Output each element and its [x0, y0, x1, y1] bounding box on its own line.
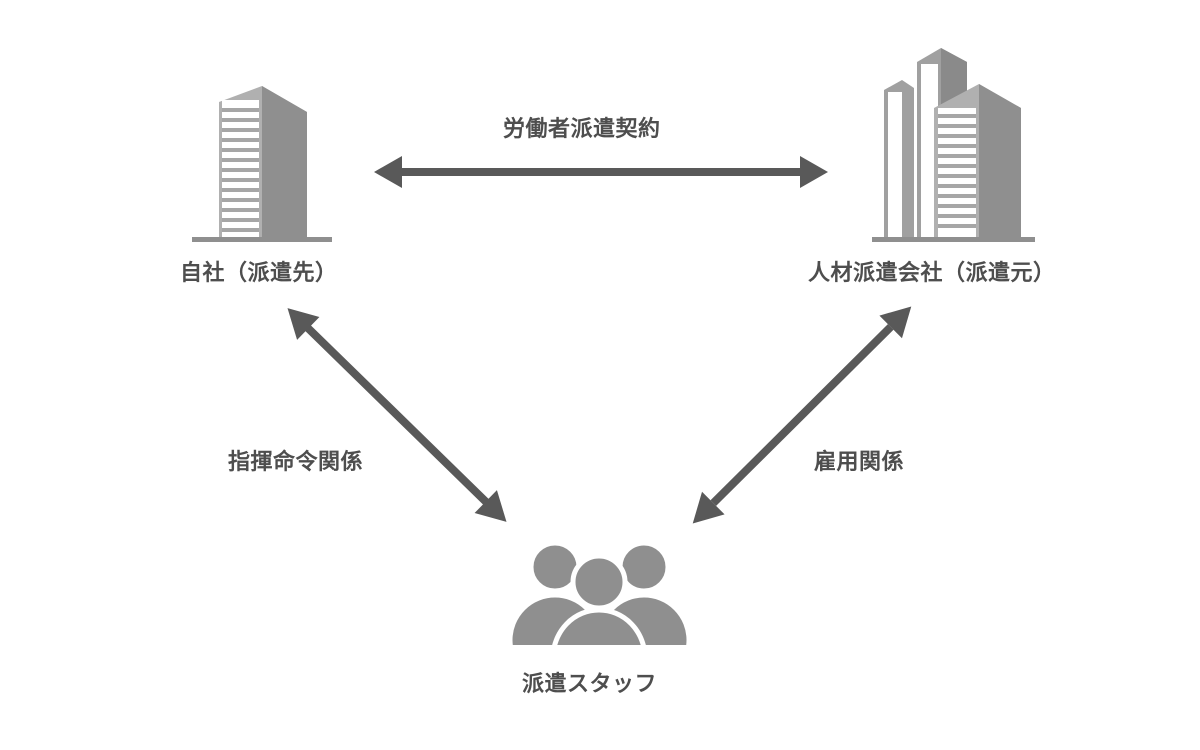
arrows: [287, 156, 912, 524]
people-group-icon: [507, 540, 692, 645]
agency-label: 人材派遣会社（派遣元）: [808, 261, 1056, 286]
contract-label: 労働者派遣契約: [503, 117, 661, 142]
client-label: 自社（派遣先）: [180, 261, 338, 286]
office-buildings-icon: [872, 48, 1035, 242]
command-arrow: [287, 308, 507, 522]
command-relation-label: 指揮命令関係: [228, 450, 364, 475]
staff-label: 派遣スタッフ: [522, 672, 658, 697]
employment-relation-label: 雇用関係: [814, 450, 905, 475]
office-building-icon: [192, 86, 332, 242]
contract-arrow: [374, 156, 828, 188]
employment-arrow: [692, 306, 912, 524]
